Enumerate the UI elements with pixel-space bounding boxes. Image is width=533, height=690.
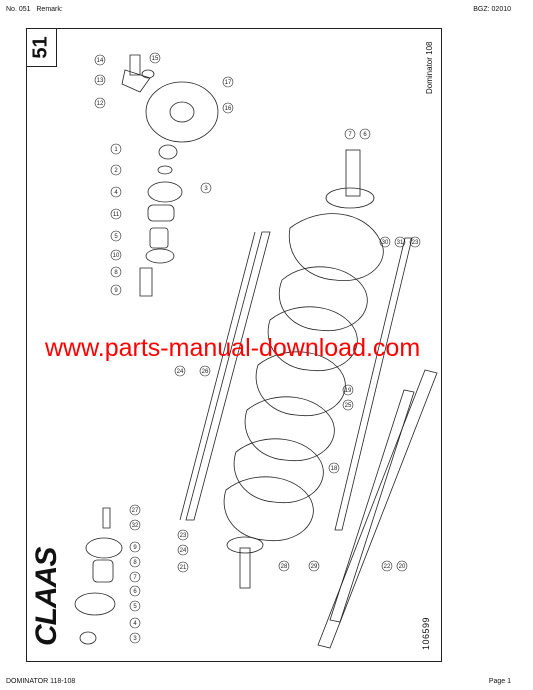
callout-number: 23 bbox=[412, 240, 419, 246]
callout-number: 11 bbox=[113, 212, 120, 218]
callout-number: 1 bbox=[114, 147, 118, 153]
callout-number: 17 bbox=[225, 80, 232, 86]
footer-page: Page 1 bbox=[488, 678, 511, 685]
callout-number: 21 bbox=[180, 565, 187, 571]
callout-number: 12 bbox=[97, 101, 104, 107]
callout-number: 25 bbox=[345, 403, 352, 409]
callout-number: 6 bbox=[363, 132, 367, 138]
callout-number: 16 bbox=[225, 106, 232, 112]
callout-number: 24 bbox=[180, 548, 187, 554]
callout-number: 4 bbox=[133, 621, 137, 627]
callout-number: 22 bbox=[384, 564, 391, 570]
callout-number: 15 bbox=[152, 56, 159, 62]
callout-number: 8 bbox=[133, 560, 137, 566]
callout-number: 4 bbox=[114, 190, 118, 196]
header-group: BGZ: 02010 bbox=[473, 6, 511, 13]
callout-number: 23 bbox=[180, 533, 187, 539]
callout-number: 26 bbox=[202, 369, 209, 375]
page-number-box: 51 bbox=[26, 28, 57, 67]
callout-number: 30 bbox=[382, 240, 389, 246]
callout-number: 3 bbox=[133, 636, 137, 642]
callout-number: 14 bbox=[97, 58, 104, 64]
callout-number: 9 bbox=[114, 288, 118, 294]
watermark-url: www.parts-manual-download.com bbox=[45, 334, 421, 362]
callout-number: 7 bbox=[133, 575, 137, 581]
callout-number: 31 bbox=[397, 240, 404, 246]
callout-number: 5 bbox=[114, 234, 118, 240]
callout-number: 28 bbox=[281, 564, 288, 570]
footer-model: DOMINATOR 118-108 bbox=[6, 678, 76, 685]
callout-number: 3 bbox=[204, 186, 208, 192]
callout-number: 7 bbox=[348, 132, 352, 138]
header-number-remark: No. 051 Remark: bbox=[6, 6, 63, 13]
callout-number: 19 bbox=[345, 388, 352, 394]
callout-number: 20 bbox=[399, 564, 406, 570]
callout-number: 13 bbox=[97, 78, 104, 84]
callout-number: 6 bbox=[133, 589, 137, 595]
callout-number: 24 bbox=[177, 369, 184, 375]
callout-number: 5 bbox=[133, 604, 137, 610]
callout-number: 27 bbox=[132, 508, 139, 514]
drawing-frame bbox=[26, 28, 442, 662]
callout-number: 10 bbox=[113, 253, 120, 259]
callout-number: 9 bbox=[133, 545, 137, 551]
header-remark: Remark: bbox=[36, 6, 63, 13]
callout-number: 18 bbox=[331, 466, 338, 472]
callout-number: 8 bbox=[114, 270, 118, 276]
callout-number: 2 bbox=[114, 168, 118, 174]
header-number: No. 051 bbox=[6, 6, 31, 13]
callout-number: 29 bbox=[311, 564, 318, 570]
callout-number: 32 bbox=[132, 523, 139, 529]
